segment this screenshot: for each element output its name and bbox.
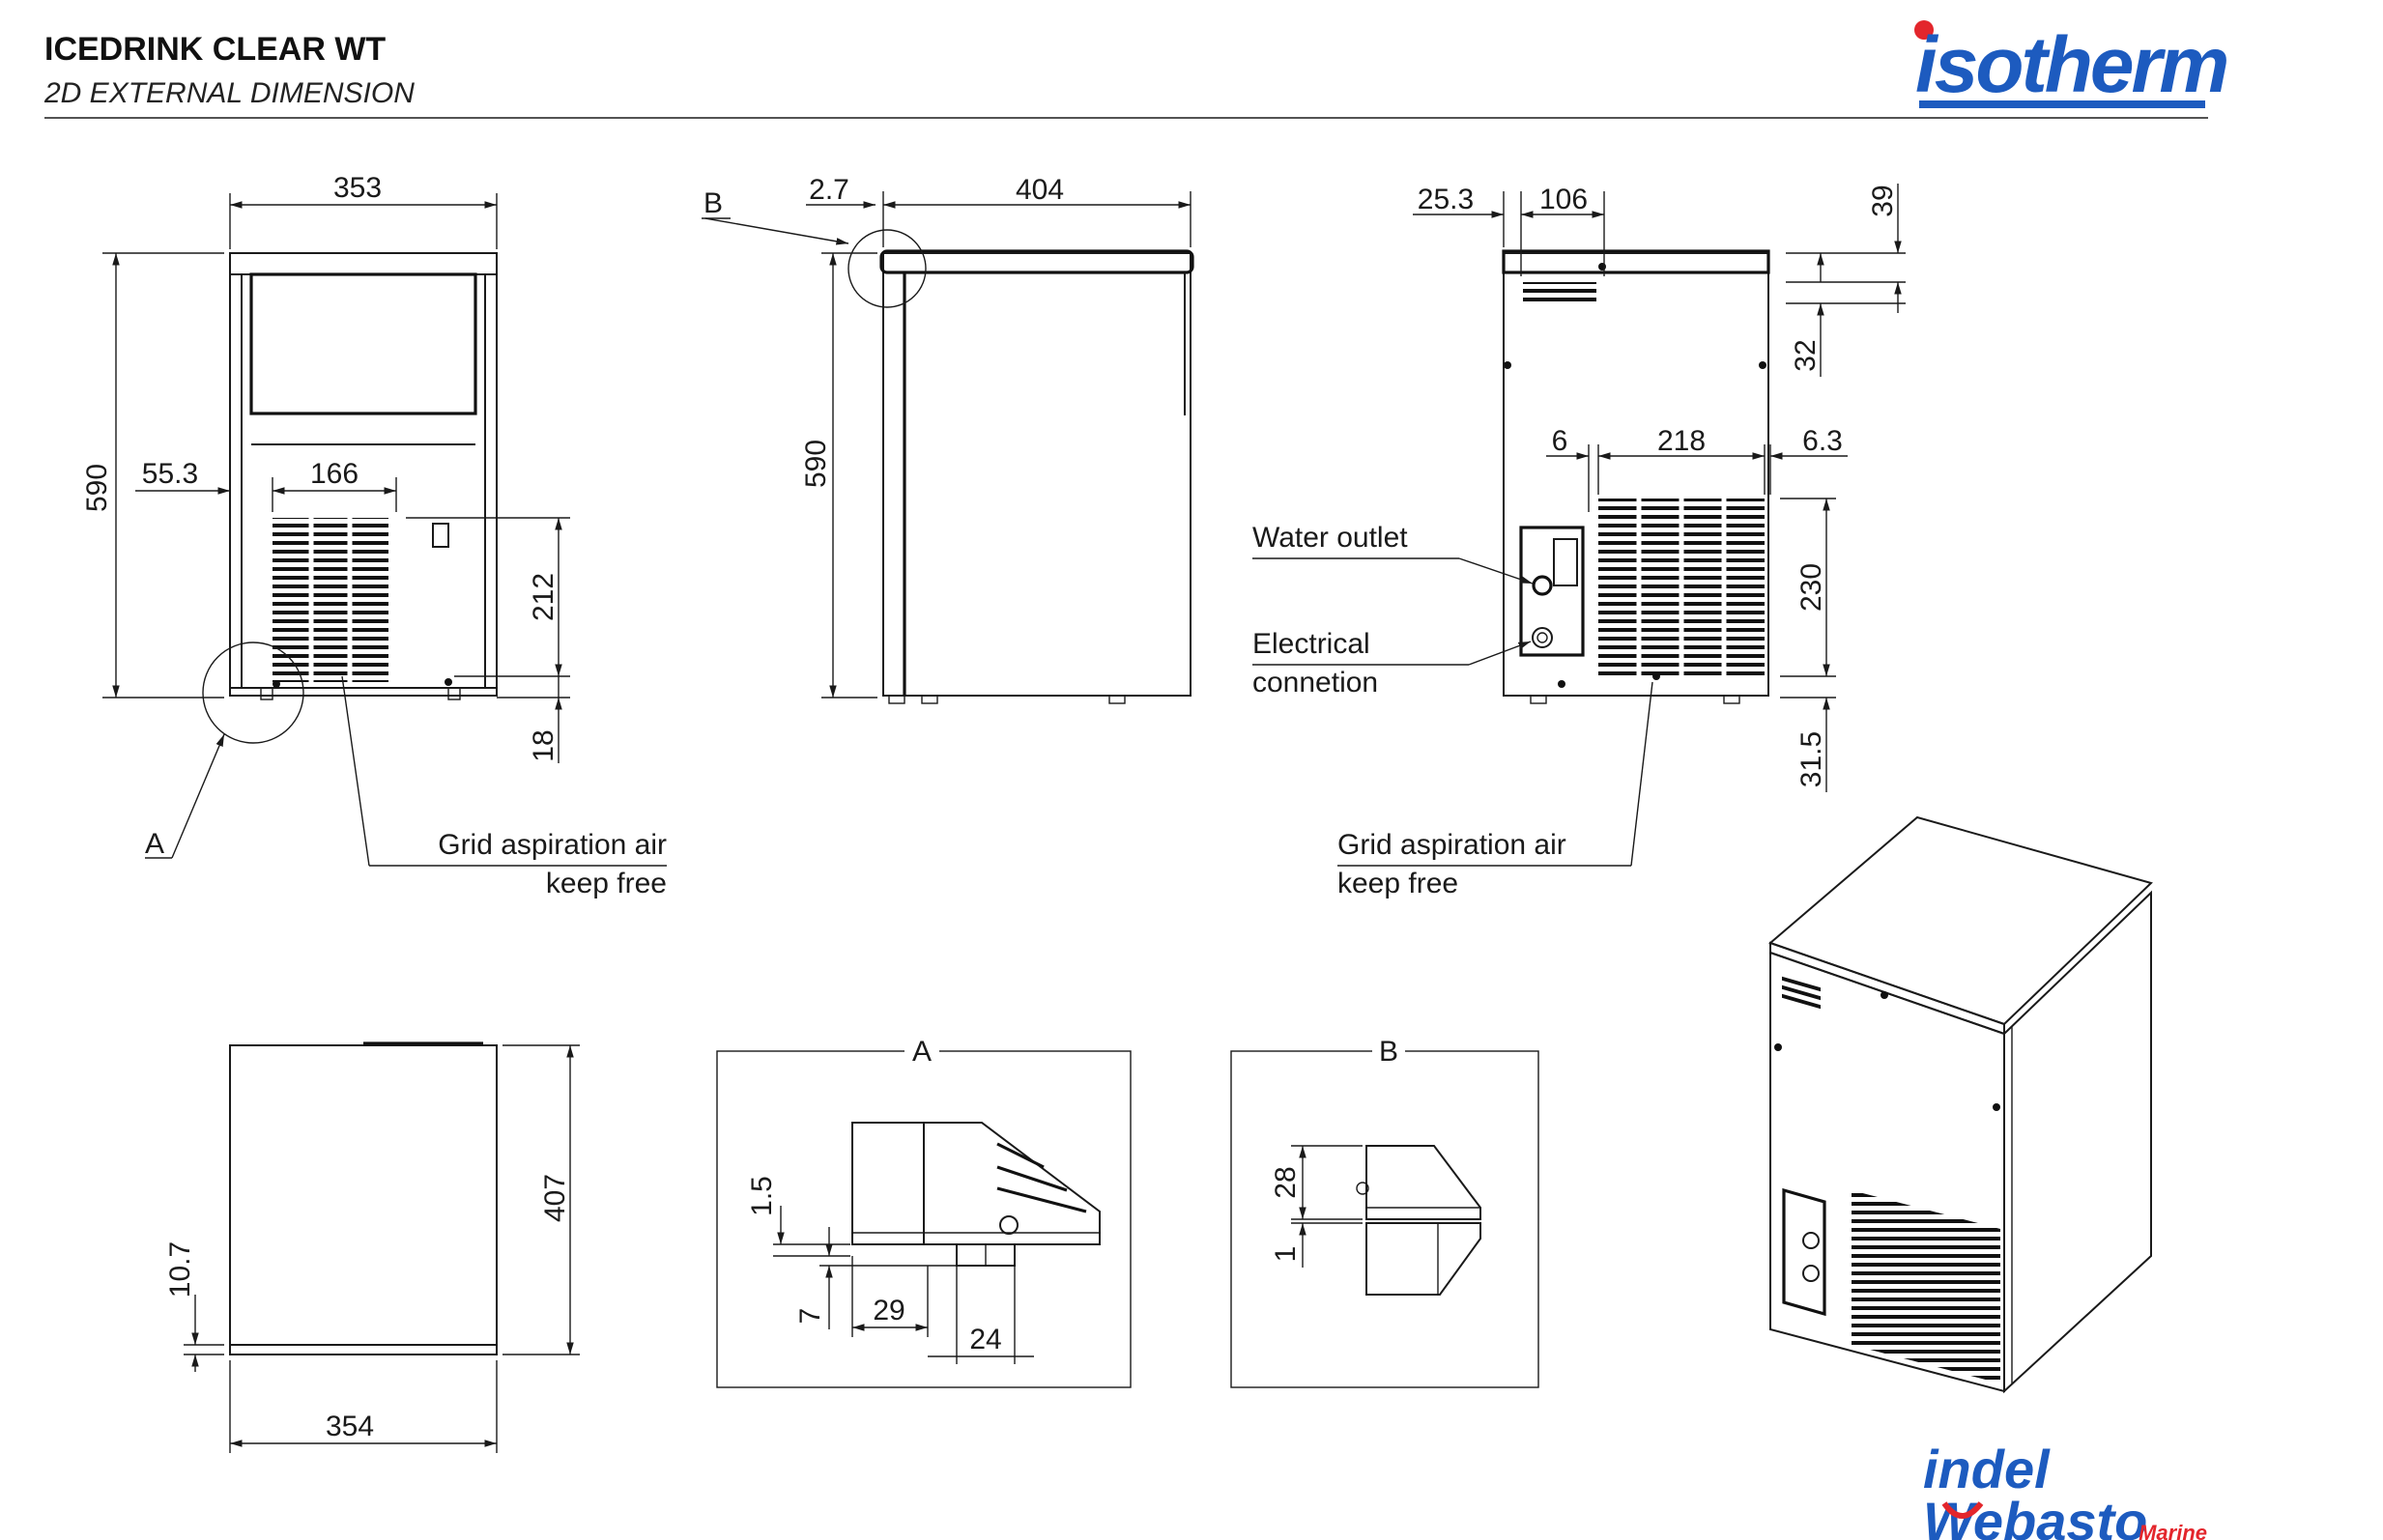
iso-air-grid (1852, 1190, 2000, 1383)
marine-wordmark: Marine (2139, 1521, 2207, 1540)
isometric-view (1768, 815, 2153, 1394)
electrical-label-line2: connetion (1252, 667, 1378, 699)
top-view-outline (229, 1044, 498, 1355)
detail-b-title: B (1379, 1036, 1398, 1068)
dim-top-offset: 10.7 (164, 1241, 196, 1298)
front-view: A 353 590 55.3 166 212 18 Grid aspiratio… (81, 172, 667, 899)
rear-top-lid (1502, 249, 1770, 274)
dim-rear-grid-left-gap: 6 (1552, 425, 1568, 457)
detail-a-title: A (912, 1036, 932, 1068)
dim-top-width: 354 (326, 1411, 374, 1442)
detail-a-circle (202, 642, 304, 744)
dim-detail-a-24: 24 (969, 1324, 1001, 1355)
dim-rear-grid-width: 218 (1657, 425, 1706, 457)
rear-note-line1: Grid aspiration air (1337, 829, 1566, 861)
side-body-outline (882, 252, 1192, 697)
water-outlet-label: Water outlet (1252, 522, 1408, 554)
rear-body-outline (1503, 252, 1769, 697)
dim-detail-b-1: 1 (1270, 1246, 1302, 1263)
detail-b-ref: B (703, 187, 723, 219)
detail-b: B 28 1 (1230, 1036, 1539, 1388)
front-top-lid (229, 252, 498, 275)
dim-front-width: 353 (333, 172, 382, 204)
dim-side-height: 590 (800, 440, 832, 488)
dim-side-depth: 404 (1016, 174, 1064, 206)
document-subtitle: 2D EXTERNAL DIMENSION (43, 77, 415, 109)
detail-a: A 1.5 7 29 24 (716, 1036, 1132, 1388)
rear-note-line2: keep free (1337, 868, 1458, 899)
logo-underline (1919, 100, 2205, 108)
dim-rear-grid-right-gap: 6.3 (1802, 425, 1843, 457)
logo-dot (1914, 20, 1934, 40)
iso-connection-plate (1782, 1187, 1826, 1317)
isotherm-wordmark: isotherm (1915, 21, 2226, 109)
dim-rear-vent-height: 32 (1790, 339, 1822, 371)
dim-top-depth: 407 (539, 1174, 571, 1222)
header: ICEDRINK CLEAR WT 2D EXTERNAL DIMENSION (43, 31, 2208, 119)
front-air-grid (273, 518, 388, 682)
dim-rear-top-offset: 39 (1867, 185, 1899, 216)
dim-detail-a-gap: 1.5 (746, 1176, 778, 1216)
detail-a-ref: A (145, 828, 164, 860)
electrical-label-line1: Electrical (1252, 628, 1370, 660)
dim-rear-bottom-offset: 31.5 (1795, 731, 1827, 787)
dim-detail-a-foot: 7 (794, 1308, 826, 1325)
dim-rear-grid-height: 230 (1795, 563, 1827, 612)
dim-front-grid-width: 166 (310, 458, 359, 490)
webasto-swoosh (1941, 1501, 1984, 1519)
rear-view: 25.3 106 39 32 6 218 6.3 230 31.5 (1252, 184, 1906, 899)
water-outlet-fitting (1532, 575, 1553, 596)
iso-top (1768, 815, 2153, 1026)
indel-webasto-logo: indel Webasto Marine (1923, 1439, 2207, 1540)
dim-detail-b-28: 28 (1270, 1166, 1302, 1198)
front-switch (432, 523, 449, 548)
side-top-lid (879, 249, 1194, 274)
dim-front-foot: 18 (528, 729, 560, 761)
rear-top-vent (1523, 282, 1596, 303)
dim-front-grid-height: 212 (528, 573, 560, 621)
top-view: 407 10.7 354 (164, 1041, 580, 1453)
detail-b-circle (847, 229, 927, 308)
front-note-line1: Grid aspiration air (438, 829, 667, 861)
dim-rear-vent-width: 106 (1539, 184, 1588, 215)
dim-front-height: 590 (81, 464, 113, 512)
indel-wordmark: indel (1923, 1439, 2051, 1499)
side-view: B 2.7 404 590 (702, 174, 1194, 704)
isotherm-logo: isotherm (1914, 20, 2229, 109)
rear-connection-plate (1519, 526, 1585, 657)
dim-front-grid-offset: 55.3 (142, 458, 198, 490)
front-door-panel (249, 272, 477, 415)
document-title: ICEDRINK CLEAR WT (44, 31, 386, 68)
dim-detail-a-29: 29 (873, 1295, 904, 1326)
front-note-line2: keep free (546, 868, 667, 899)
iso-front (1769, 951, 2005, 1393)
iso-side (2003, 890, 2152, 1394)
dim-side-offset: 2.7 (809, 174, 849, 206)
dim-rear-offset: 25.3 (1418, 184, 1474, 215)
electrical-gland (1532, 627, 1553, 648)
